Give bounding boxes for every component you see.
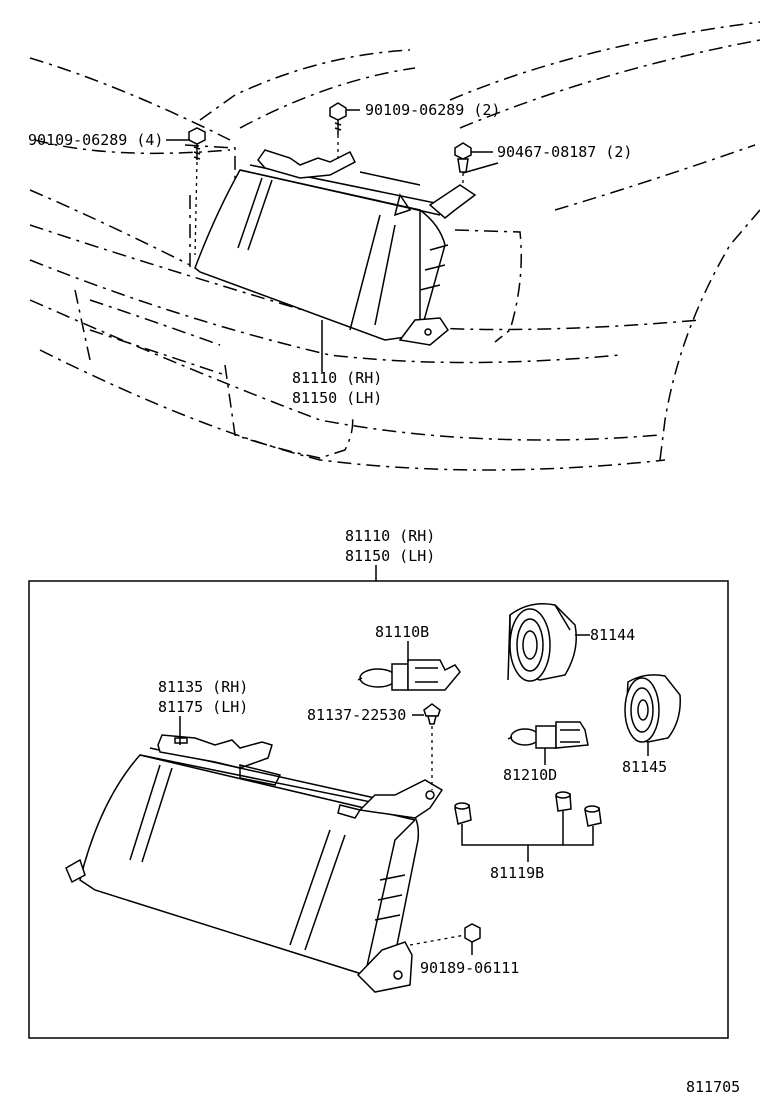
callout-socket-81144: 81144 bbox=[590, 626, 635, 644]
diagram-id: 811705 bbox=[686, 1078, 740, 1096]
callout-socket-81145: 81145 bbox=[622, 758, 667, 776]
bulb-icon bbox=[357, 659, 461, 691]
clip-icon bbox=[454, 142, 472, 173]
headlamp-top-installed bbox=[194, 149, 477, 346]
callout-lens-lh: 81175 (LH) bbox=[158, 698, 248, 716]
headlamp-lens-assy bbox=[65, 734, 444, 993]
cap-icon bbox=[555, 791, 572, 812]
vehicle-front-outline bbox=[29, 21, 760, 471]
callout-lens-rh: 81135 (RH) bbox=[158, 678, 248, 696]
clip-icon bbox=[423, 703, 441, 725]
parts-frame bbox=[28, 580, 729, 1039]
nut-icon bbox=[464, 923, 481, 943]
screw-icon bbox=[329, 102, 347, 135]
callout-clip-81137: 81137-22530 bbox=[307, 706, 406, 724]
callout-top-screw-left: 90109-06289 (4) bbox=[28, 131, 163, 149]
socket-icon bbox=[507, 603, 577, 682]
bulb-icon bbox=[507, 721, 589, 749]
callout-caps-81119b: 81119B bbox=[490, 864, 544, 882]
callout-top-assy-rh: 81110 (RH) bbox=[292, 369, 382, 387]
socket-icon bbox=[624, 674, 681, 743]
cap-icon bbox=[584, 805, 602, 827]
callout-top-assy-lh: 81150 (LH) bbox=[292, 389, 382, 407]
callout-top-clip: 90467-08187 (2) bbox=[497, 143, 632, 161]
callout-top-screw-center: 90109-06289 (2) bbox=[365, 101, 500, 119]
callout-bulb-b: 81110B bbox=[375, 623, 429, 641]
callout-box-assy-lh: 81150 (LH) bbox=[345, 547, 435, 565]
callout-bulb-81210d: 81210D bbox=[503, 766, 557, 784]
screw-icon bbox=[188, 127, 206, 160]
callout-box-assy-rh: 81110 (RH) bbox=[345, 527, 435, 545]
callout-nut-90189: 90189-06111 bbox=[420, 959, 519, 977]
cap-icon bbox=[454, 802, 472, 825]
